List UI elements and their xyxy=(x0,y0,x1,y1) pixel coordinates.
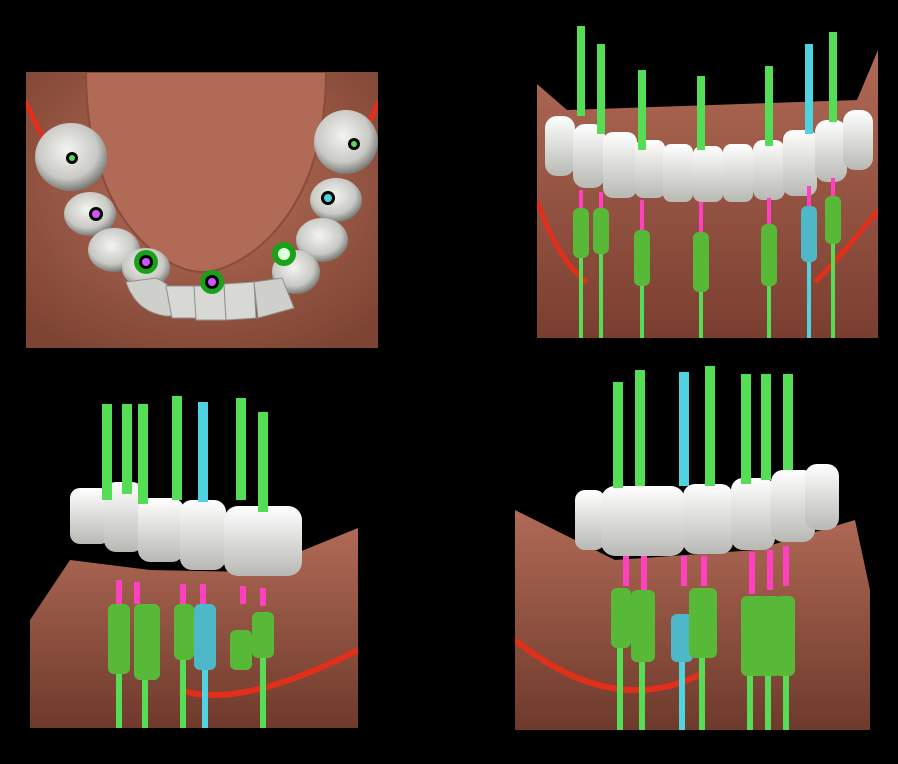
implant-4[interactable] xyxy=(689,366,717,730)
implant-1[interactable] xyxy=(611,382,631,730)
implant-2[interactable] xyxy=(593,44,609,338)
implant-marker[interactable] xyxy=(89,207,103,221)
implant-3-cyan[interactable] xyxy=(671,372,693,730)
palate-area xyxy=(84,72,328,274)
tooth-incisor-2 xyxy=(165,285,199,319)
left-lateral-view-panel[interactable] xyxy=(515,360,870,730)
occlusal-view-panel[interactable] xyxy=(26,72,378,348)
tooth-premolar-right-2 xyxy=(296,218,348,262)
tooth-incisor-4 xyxy=(223,281,257,321)
implant-set xyxy=(573,26,841,338)
nerve-canal-right xyxy=(813,208,878,284)
tooth-molar-right xyxy=(314,110,378,174)
dental-arch xyxy=(35,110,378,321)
implant-3[interactable] xyxy=(634,70,650,338)
tooth-row xyxy=(575,464,839,556)
tooth-row xyxy=(70,482,302,576)
implant-set xyxy=(611,366,795,730)
left-lateral-view-canvas xyxy=(515,366,870,730)
implant-1[interactable] xyxy=(573,26,589,338)
implant-markers xyxy=(66,138,360,294)
implant-4[interactable] xyxy=(693,76,709,338)
right-lateral-view-panel[interactable] xyxy=(30,360,358,728)
implant-marker[interactable] xyxy=(321,191,335,205)
implant-marker[interactable] xyxy=(134,250,158,274)
tooth-row xyxy=(545,110,873,202)
implant-1[interactable] xyxy=(102,404,130,728)
frontal-view-panel[interactable] xyxy=(537,20,878,338)
implant-set xyxy=(102,396,274,728)
implant-2[interactable] xyxy=(631,370,655,730)
implant-marker[interactable] xyxy=(272,242,296,266)
frontal-view-canvas xyxy=(537,26,878,338)
nerve-canal xyxy=(179,647,358,698)
implant-marker[interactable] xyxy=(66,152,78,164)
implant-5-cyan[interactable] xyxy=(194,402,216,728)
right-lateral-view-canvas xyxy=(30,396,358,728)
implant-5[interactable] xyxy=(761,66,777,338)
implant-3[interactable] xyxy=(138,404,148,504)
implant-2[interactable] xyxy=(122,404,160,728)
implant-4[interactable] xyxy=(172,396,194,728)
tooth-incisor-5 xyxy=(253,277,295,319)
implant-marker[interactable] xyxy=(348,138,360,150)
implant-7[interactable] xyxy=(252,412,274,728)
tooth-premolar-right-1 xyxy=(310,178,362,222)
implant-marker[interactable] xyxy=(200,270,224,294)
implant-6[interactable] xyxy=(230,398,252,670)
implant-7[interactable] xyxy=(825,32,841,338)
implant-7[interactable] xyxy=(775,374,795,730)
occlusal-view-canvas xyxy=(26,72,378,348)
implant-6-cyan[interactable] xyxy=(801,44,817,338)
